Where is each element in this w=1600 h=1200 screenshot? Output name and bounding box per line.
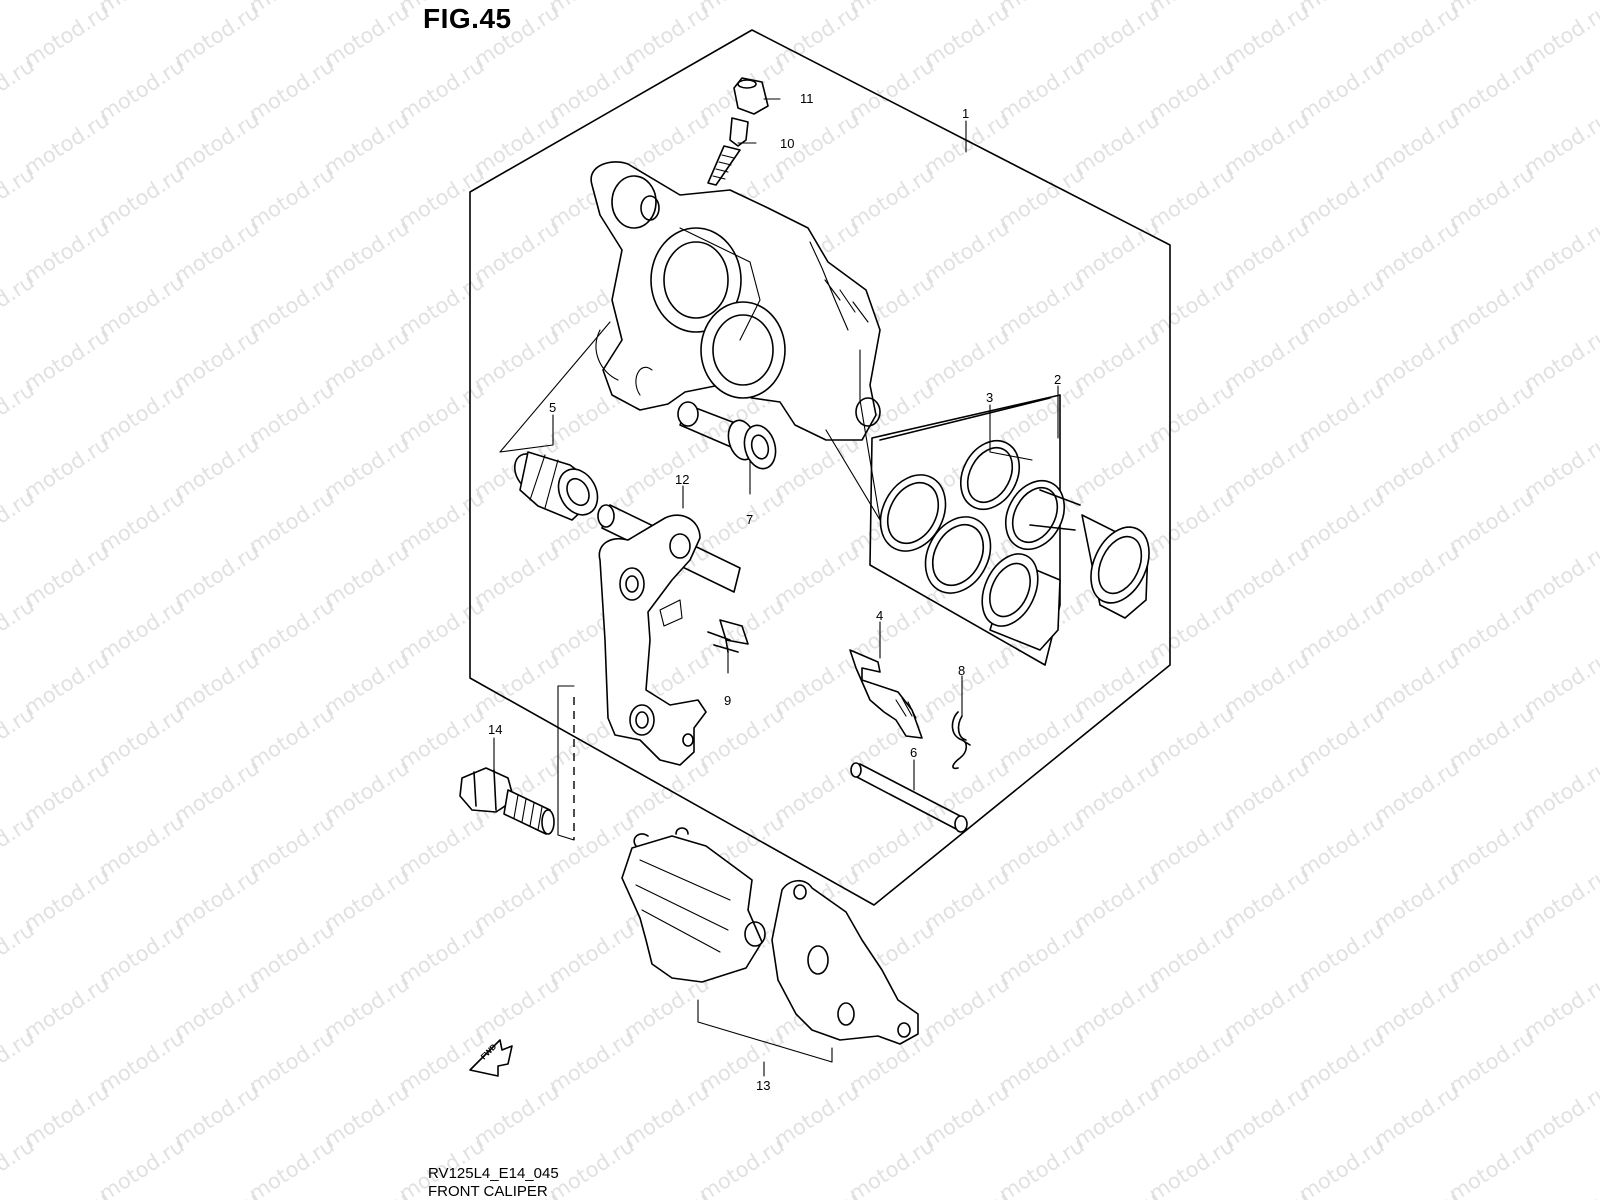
callout-3: 3 (986, 390, 993, 405)
callout-8: 8 (958, 663, 965, 678)
leader-lines (493, 98, 1059, 1077)
callout-4: 4 (876, 608, 883, 623)
forward-direction-marker: FWD (469, 1039, 513, 1077)
retaining-clip (951, 711, 971, 770)
bolt-guide-bracket (557, 685, 575, 841)
callout-13: 13 (756, 1078, 770, 1093)
callout-12: 12 (675, 472, 689, 487)
caliper-body (590, 161, 881, 441)
callout-5: 5 (549, 400, 556, 415)
caliper-bracket (597, 504, 741, 766)
callout-2: 2 (1054, 372, 1061, 387)
callout-10: 10 (780, 136, 794, 151)
callout-9: 9 (724, 693, 731, 708)
callout-14: 14 (488, 722, 502, 737)
callout-labels: 1 2 3 4 5 6 7 8 9 10 11 12 13 14 (488, 91, 1061, 1093)
callout-1: 1 (962, 106, 969, 121)
brake-pads (621, 827, 919, 1045)
callout-6: 6 (910, 745, 917, 760)
figure-name: FRONT CALIPER (428, 1183, 548, 1200)
assembly-boundary-box (469, 29, 1171, 906)
callout-7: 7 (746, 512, 753, 527)
pad-spring (849, 649, 923, 739)
piston-set (869, 394, 1150, 666)
mounting-bolt (459, 767, 555, 835)
bleeder-cap (733, 77, 769, 115)
slide-pin (677, 401, 777, 470)
figure-code: RV125L4_E14_045 (428, 1165, 559, 1182)
callout-11: 11 (800, 91, 814, 106)
pad-spring-clip (707, 619, 749, 653)
figure-title: FIG.45 (423, 3, 512, 34)
bleeder-screw (707, 117, 749, 186)
pad-pin (850, 762, 968, 833)
pin-boot (513, 451, 599, 521)
